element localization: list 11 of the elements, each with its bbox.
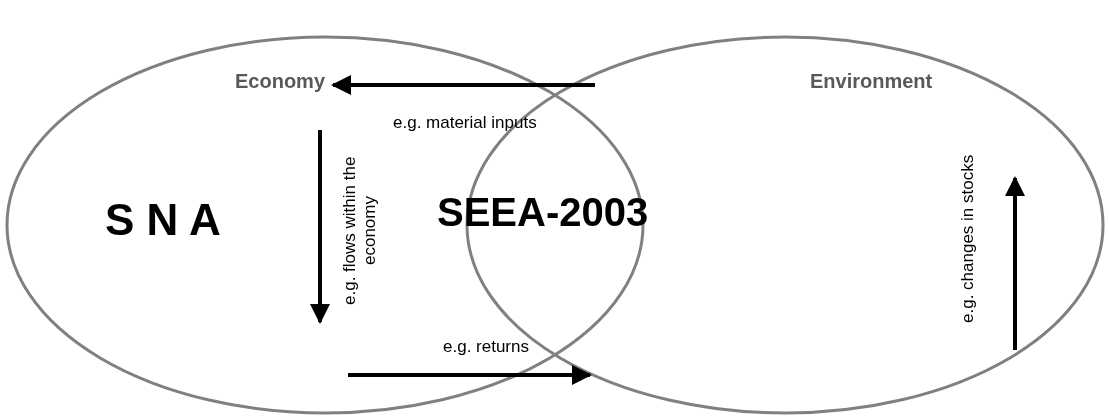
region-title: Economy bbox=[235, 70, 326, 93]
flow-label: e.g. changes in stocks bbox=[958, 153, 978, 326]
arrow bbox=[348, 365, 592, 385]
arrow bbox=[331, 75, 595, 95]
venn-ellipse bbox=[5, 35, 645, 415]
edge-label: e.g. returns bbox=[443, 337, 529, 357]
overlap-title: SEEA-2003 bbox=[437, 190, 649, 235]
flow-label: e.g. flows within the economy bbox=[340, 155, 380, 307]
region-name: S N A bbox=[105, 195, 221, 245]
edge-label: e.g. material inputs bbox=[393, 113, 537, 133]
region-title: Environment bbox=[810, 70, 933, 93]
